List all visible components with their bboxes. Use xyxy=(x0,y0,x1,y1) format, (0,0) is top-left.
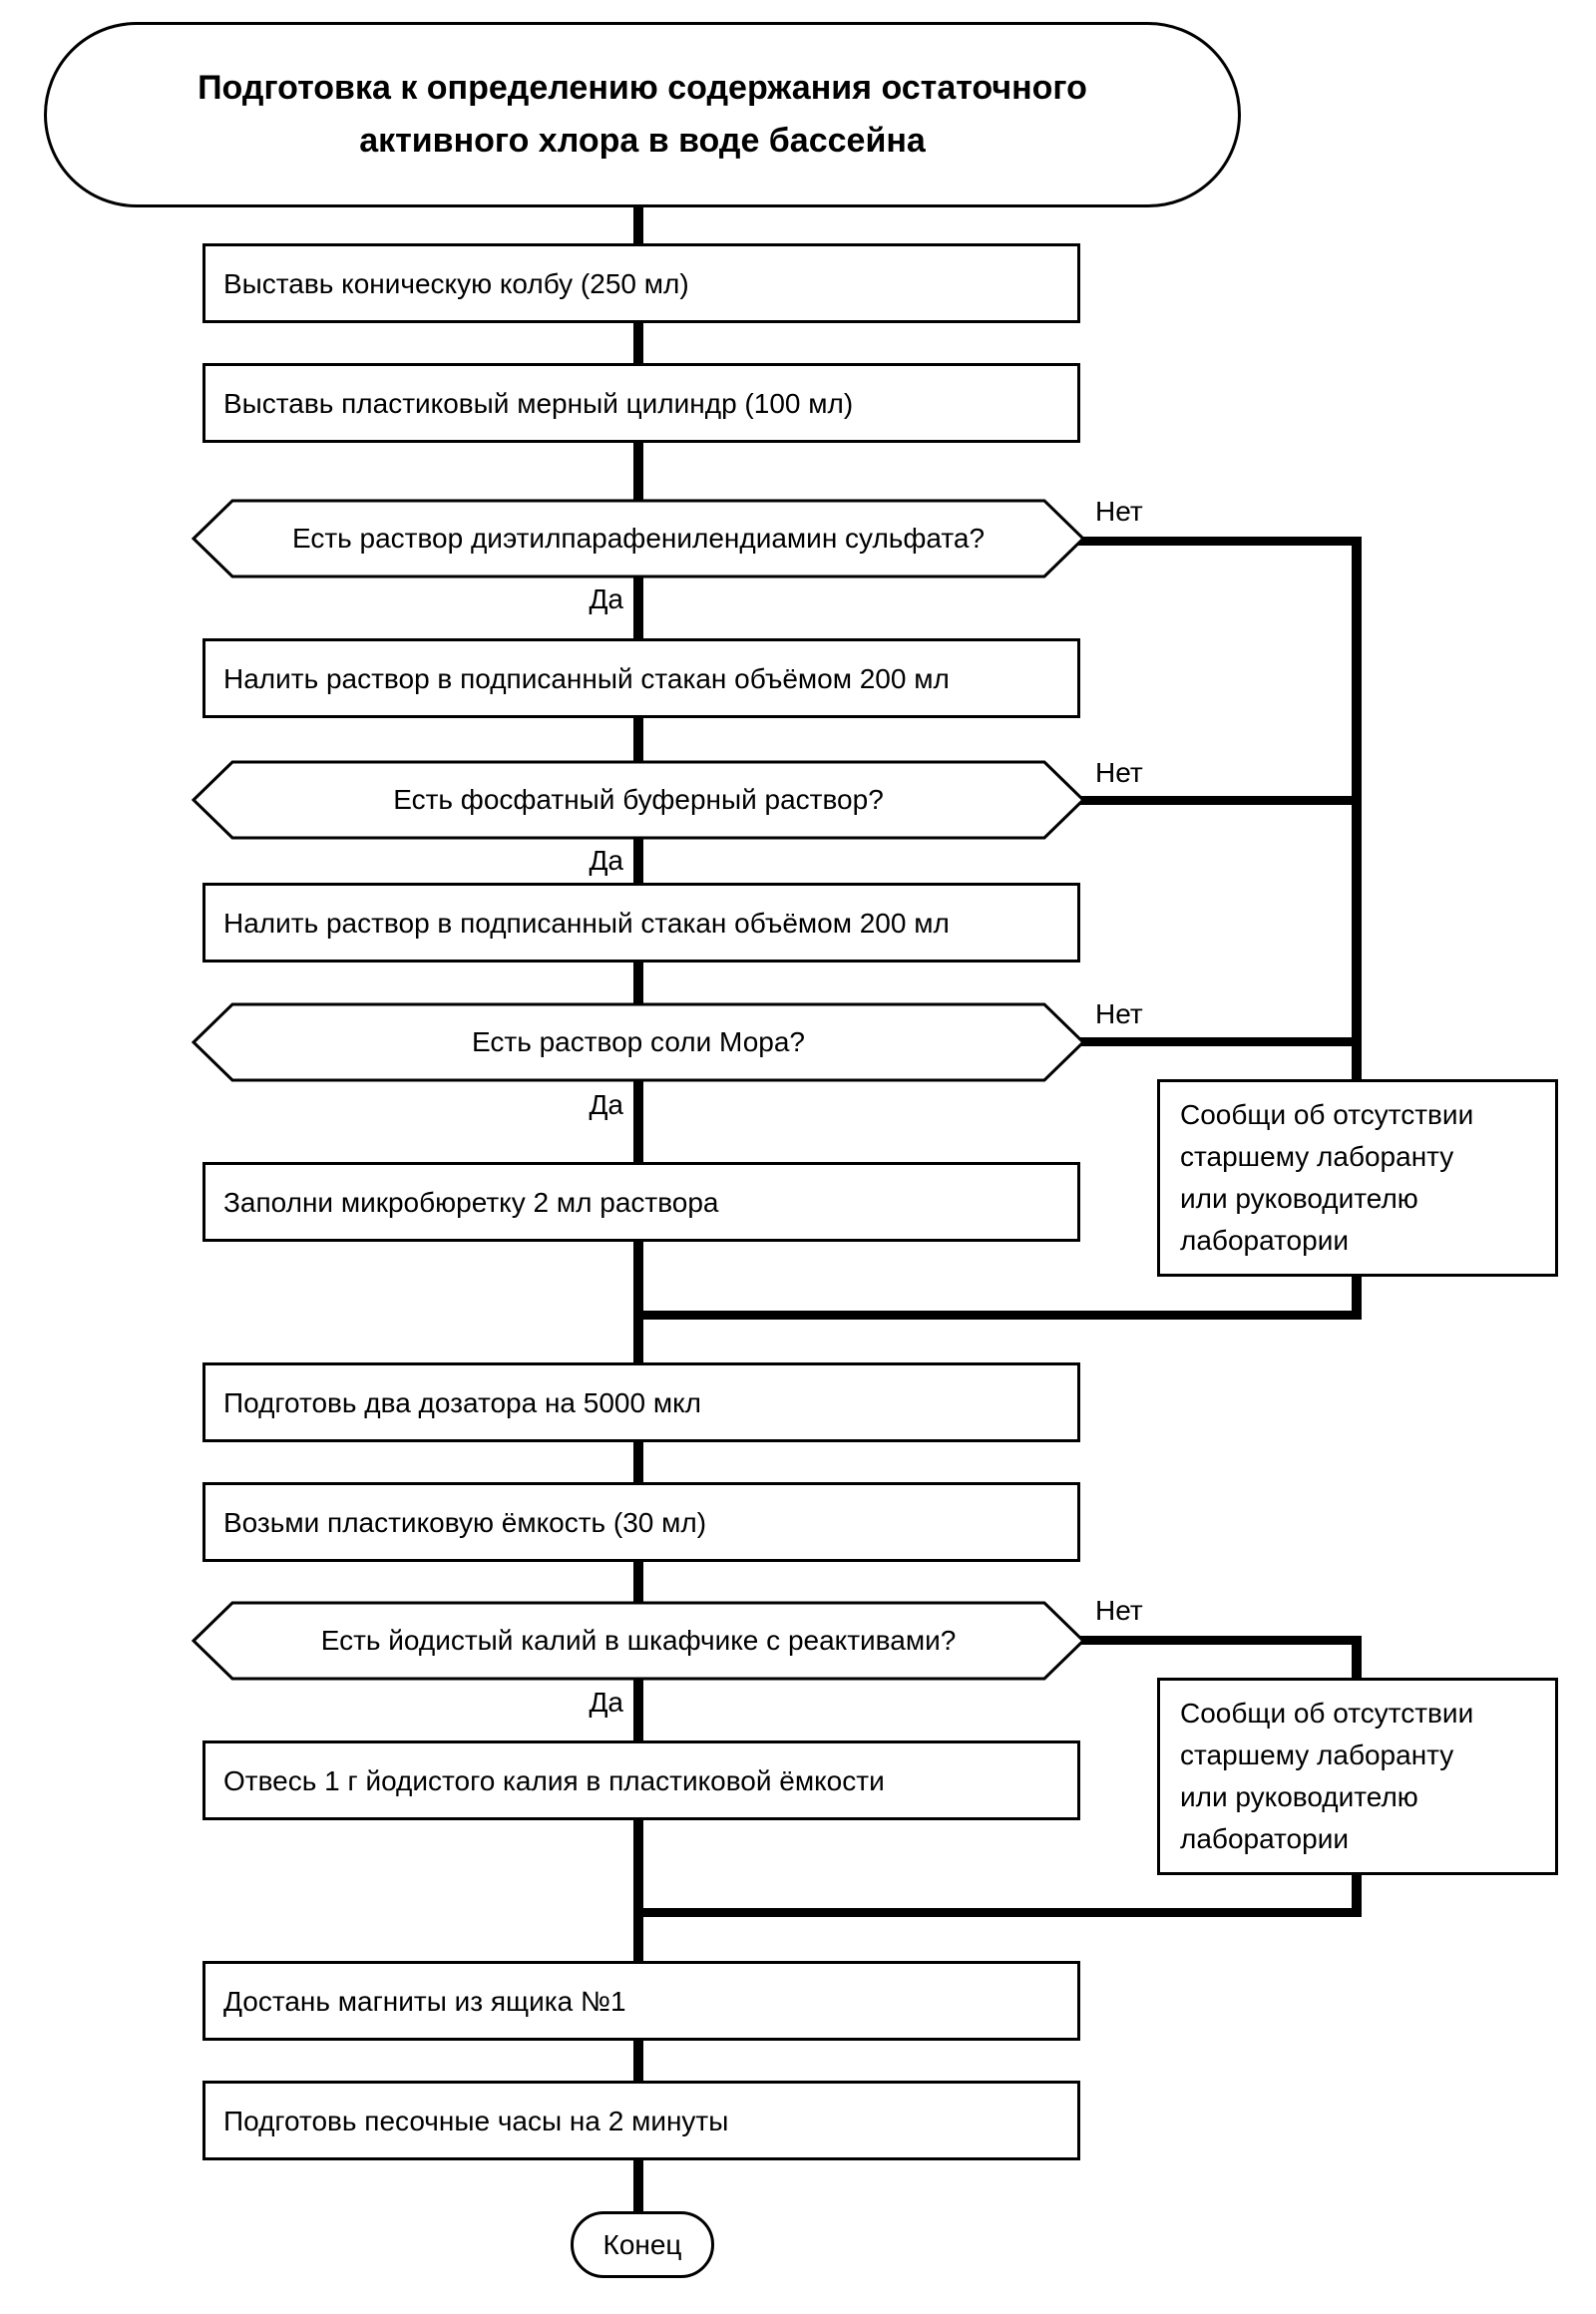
process-step-2: Выставь пластиковый мерный цилиндр (100 … xyxy=(202,363,1080,443)
connector-merge-2 xyxy=(634,1908,1362,1917)
start-terminator: Подготовка к определению содержания оста… xyxy=(44,22,1241,207)
notify-box-1: Сообщи об отсутствии старшему лаборанту … xyxy=(1157,1079,1558,1277)
no-label-4: Нет xyxy=(1095,1595,1143,1626)
connector-no-branch-d3 xyxy=(1067,1037,1362,1046)
process-step-9: Достань магниты из ящика №1 xyxy=(202,1961,1080,2041)
process-step-5: Заполни микробюретку 2 мл раствора xyxy=(202,1162,1080,1242)
decision-4: Есть йодистый калий в шкафчике с реактив… xyxy=(192,1601,1085,1681)
end-terminator: Конец xyxy=(571,2211,714,2278)
process-step-10: Подготовь песочные часы на 2 минуты xyxy=(202,2081,1080,2160)
yes-label-2: Да xyxy=(589,845,623,876)
yes-label-4: Да xyxy=(589,1687,623,1718)
decision-1-shape xyxy=(192,499,1085,578)
yes-label-3: Да xyxy=(589,1089,623,1120)
connector-no-branch-d1 xyxy=(1067,537,1362,546)
notify-box-2: Сообщи об отсутствии старшему лаборанту … xyxy=(1157,1678,1558,1875)
process-step-7: Возьми пластиковую ёмкость (30 мл) xyxy=(202,1482,1080,1562)
decision-4-shape xyxy=(192,1601,1085,1681)
decision-3: Есть раствор соли Мора? xyxy=(192,1002,1085,1082)
connector-no-branch-d2 xyxy=(1067,796,1362,805)
decision-3-label: Есть раствор соли Мора? xyxy=(472,1026,805,1057)
decision-3-shape xyxy=(192,1002,1085,1082)
decision-2: Есть фосфатный буферный раствор? xyxy=(192,760,1085,840)
yes-label-1: Да xyxy=(589,583,623,614)
connector-no-branch-d4 xyxy=(1067,1636,1362,1645)
decision-2-label: Есть фосфатный буферный раствор? xyxy=(393,784,884,815)
process-step-1: Выставь коническую колбу (250 мл) xyxy=(202,243,1080,323)
no-label-3: Нет xyxy=(1095,998,1143,1029)
decision-2-shape xyxy=(192,760,1085,840)
no-label-2: Нет xyxy=(1095,757,1143,788)
connector-merge-1 xyxy=(634,1311,1362,1320)
process-step-6: Подготовь два дозатора на 5000 мкл xyxy=(202,1362,1080,1442)
decision-1: Есть раствор диэтилпарафенилендиамин сул… xyxy=(192,499,1085,578)
process-step-4: Налить раствор в подписанный стакан объё… xyxy=(202,883,1080,963)
process-step-3: Налить раствор в подписанный стакан объё… xyxy=(202,638,1080,718)
process-step-8: Отвесь 1 г йодистого калия в пластиковой… xyxy=(202,1740,1080,1820)
decision-4-label: Есть йодистый калий в шкафчике с реактив… xyxy=(320,1625,957,1656)
no-label-1: Нет xyxy=(1095,496,1143,527)
decision-1-label: Есть раствор диэтилпарафенилендиамин сул… xyxy=(291,523,986,554)
connector-no-trunk-1 xyxy=(1352,537,1362,1320)
